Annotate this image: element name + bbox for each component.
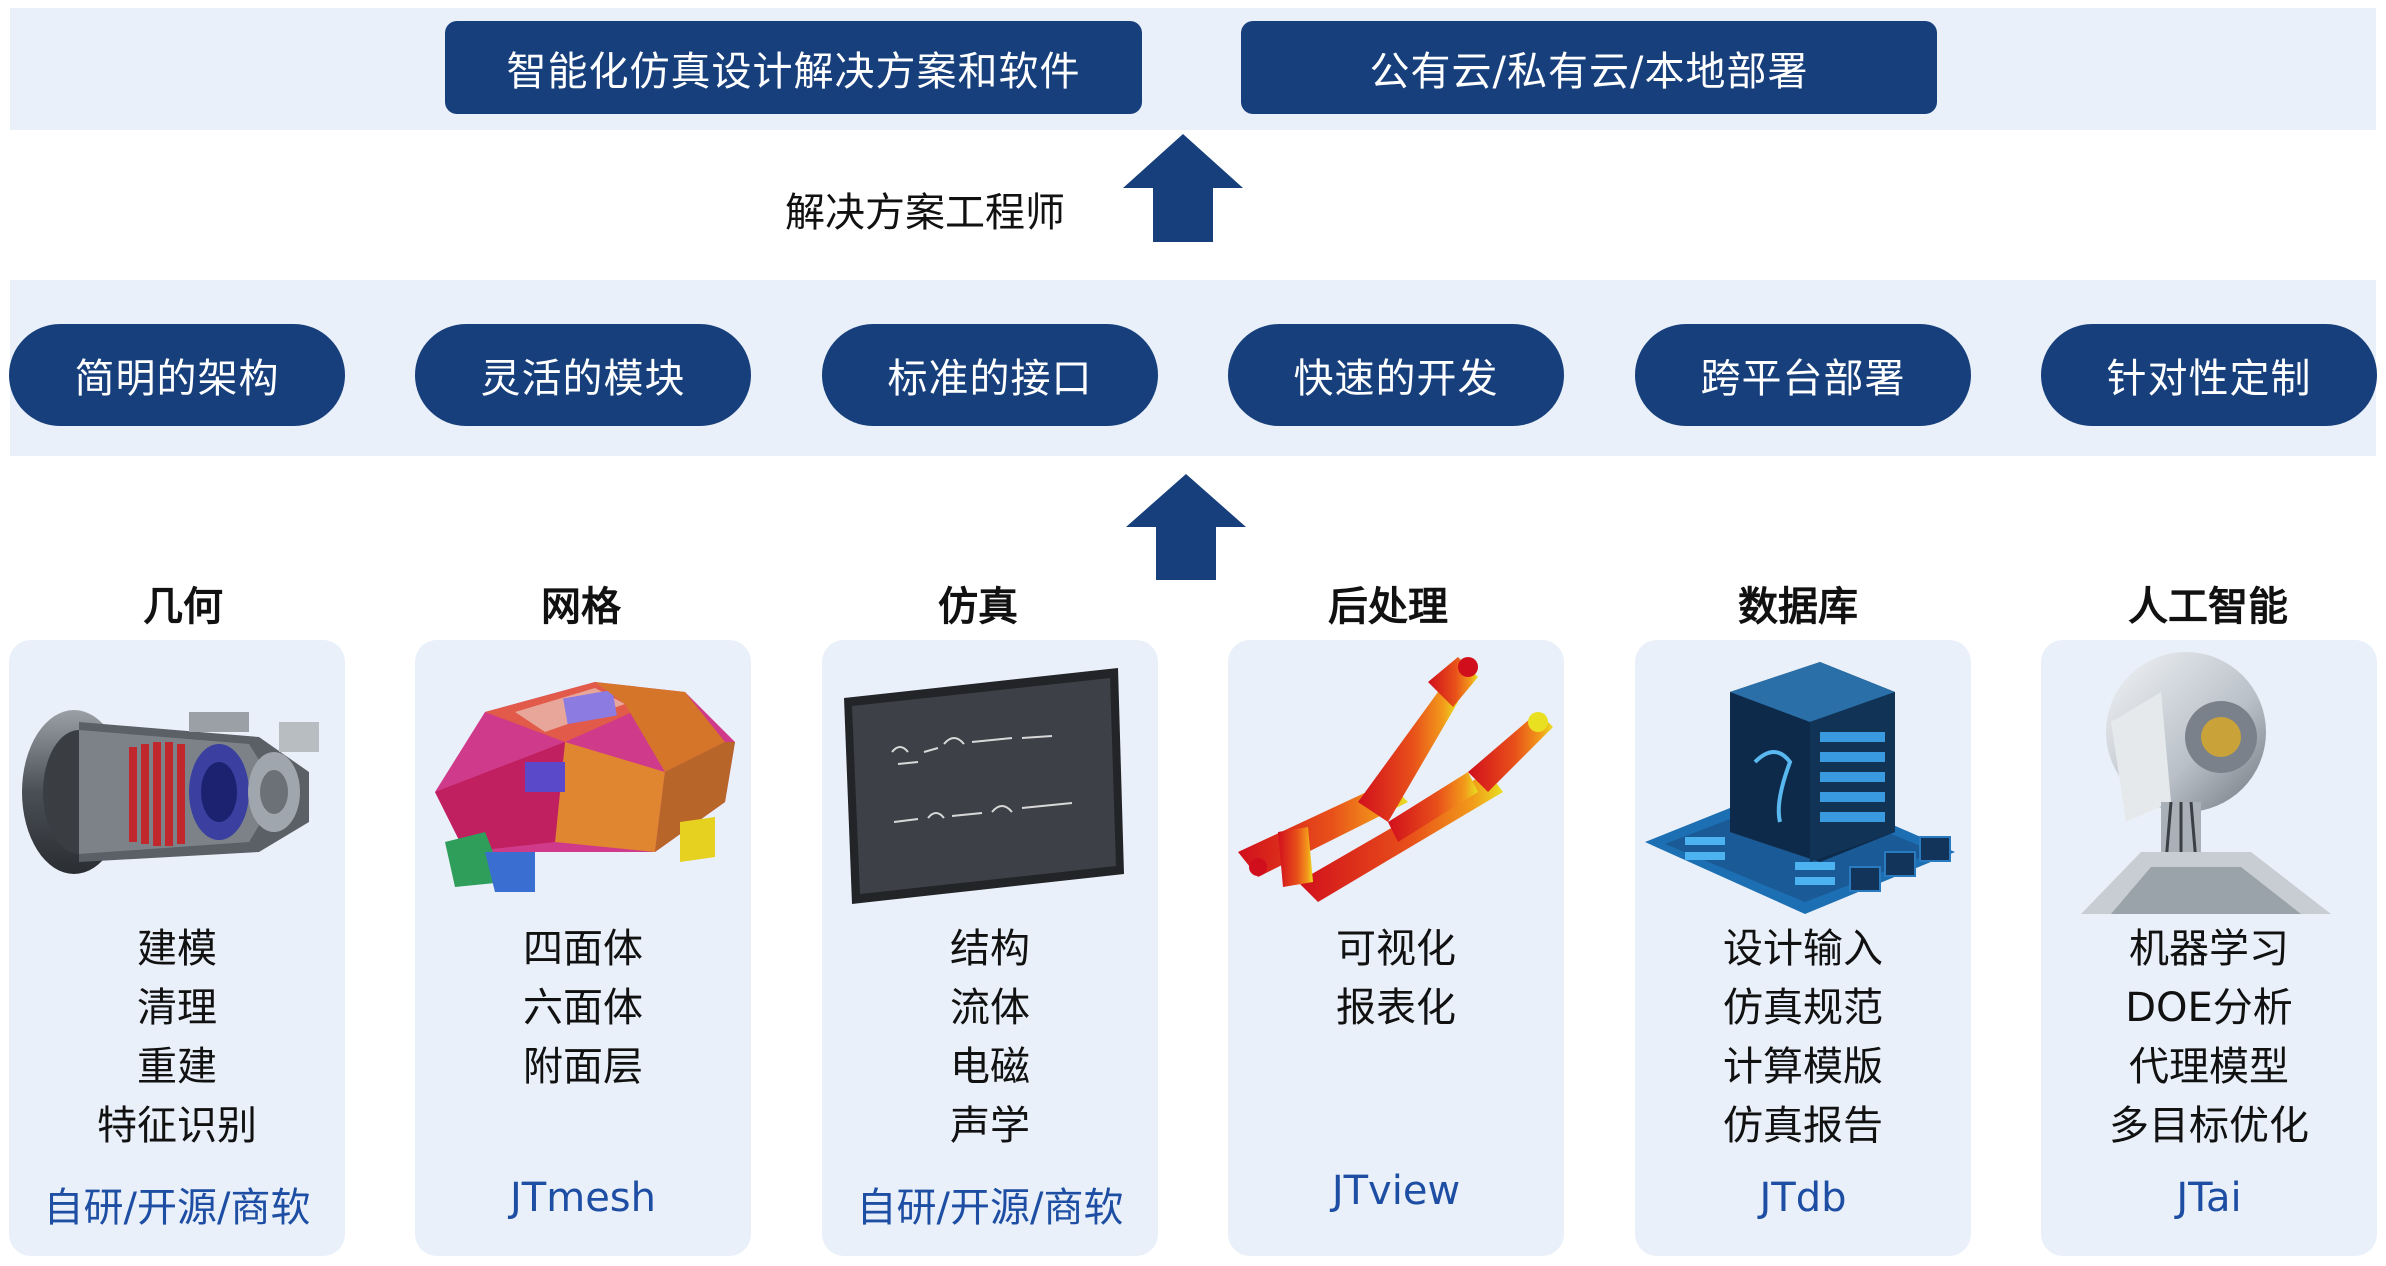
solution-engineer-label: 解决方案工程师 <box>785 190 1065 236</box>
feature-band <box>10 280 2376 456</box>
feature-pill-customization: 针对性定制 <box>2041 324 2377 426</box>
feature-pill-architecture: 简明的架构 <box>9 324 345 426</box>
jet-engine-illustration <box>22 710 319 874</box>
module-item: 仿真报告 <box>1723 1103 1883 1149</box>
up-arrow-icon <box>1126 474 1246 580</box>
module-title-postprocess: 后处理 <box>1328 584 1448 630</box>
module-item: 附面层 <box>523 1044 643 1090</box>
module-item: 建模 <box>137 926 217 972</box>
module-title-mesh: 网格 <box>541 584 621 630</box>
feature-pill-modules: 灵活的模块 <box>415 324 751 426</box>
module-item: DOE分析 <box>2125 985 2293 1031</box>
module-item: 代理模型 <box>2129 1044 2289 1090</box>
module-item: 声学 <box>950 1103 1030 1149</box>
feature-pill-development: 快速的开发 <box>1228 324 1564 426</box>
solution-software-box: 智能化仿真设计解决方案和软件 <box>445 21 1142 114</box>
module-item: 报表化 <box>1336 985 1456 1031</box>
module-card-mesh: 四面体 六面体 附面层 JTmesh <box>415 640 751 1256</box>
module-card-ai: 机器学习 DOE分析 代理模型 多目标优化 JTai <box>2041 640 2377 1256</box>
module-item: 流体 <box>950 985 1030 1031</box>
module-item: 重建 <box>137 1044 217 1090</box>
module-item: 可视化 <box>1336 926 1456 972</box>
module-software-label: JTmesh <box>510 1175 656 1221</box>
top-band <box>10 8 2376 130</box>
equation-board-illustration <box>844 668 1124 904</box>
robot-head-illustration <box>2081 652 2331 914</box>
module-card-simulation: 结构 流体 电磁 声学 自研/开源/商软 <box>822 640 1158 1256</box>
module-software-label: JTai <box>2176 1175 2242 1221</box>
module-item: 六面体 <box>523 985 643 1031</box>
module-item: 清理 <box>137 985 217 1031</box>
feature-pill-deployment: 跨平台部署 <box>1635 324 1971 426</box>
module-card-postprocess: 可视化 报表化 JTview <box>1228 640 1564 1256</box>
module-title-geometry: 几何 <box>143 584 223 630</box>
module-item: 设计输入 <box>1723 926 1883 972</box>
module-card-geometry: 建模 清理 重建 特征识别 自研/开源/商软 <box>9 640 345 1256</box>
module-item: 电磁 <box>950 1044 1030 1090</box>
module-software-label: 自研/开源/商软 <box>43 1185 311 1231</box>
module-item: 四面体 <box>523 926 643 972</box>
feature-pill-interface: 标准的接口 <box>822 324 1158 426</box>
module-software-label: JTdb <box>1759 1175 1847 1221</box>
module-item: 计算模版 <box>1723 1044 1883 1090</box>
module-title-ai: 人工智能 <box>2128 584 2288 630</box>
module-item: 多目标优化 <box>2109 1103 2309 1149</box>
module-item: 特征识别 <box>97 1103 257 1149</box>
deployment-box: 公有云/私有云/本地部署 <box>1241 21 1937 114</box>
up-arrow-icon <box>1123 134 1243 242</box>
subframe-contour-illustration <box>1238 657 1553 902</box>
module-item: 结构 <box>950 926 1030 972</box>
module-title-database: 数据库 <box>1738 584 1858 630</box>
car-mesh-illustration <box>435 682 735 892</box>
module-card-database: 设计输入 仿真规范 计算模版 仿真报告 JTdb <box>1635 640 1971 1256</box>
module-title-simulation: 仿真 <box>938 584 1018 630</box>
module-software-label: JTview <box>1331 1168 1461 1214</box>
module-item: 仿真规范 <box>1723 985 1883 1031</box>
database-server-illustration <box>1645 662 1955 914</box>
module-item: 机器学习 <box>2129 926 2289 972</box>
module-software-label: 自研/开源/商软 <box>856 1185 1124 1231</box>
